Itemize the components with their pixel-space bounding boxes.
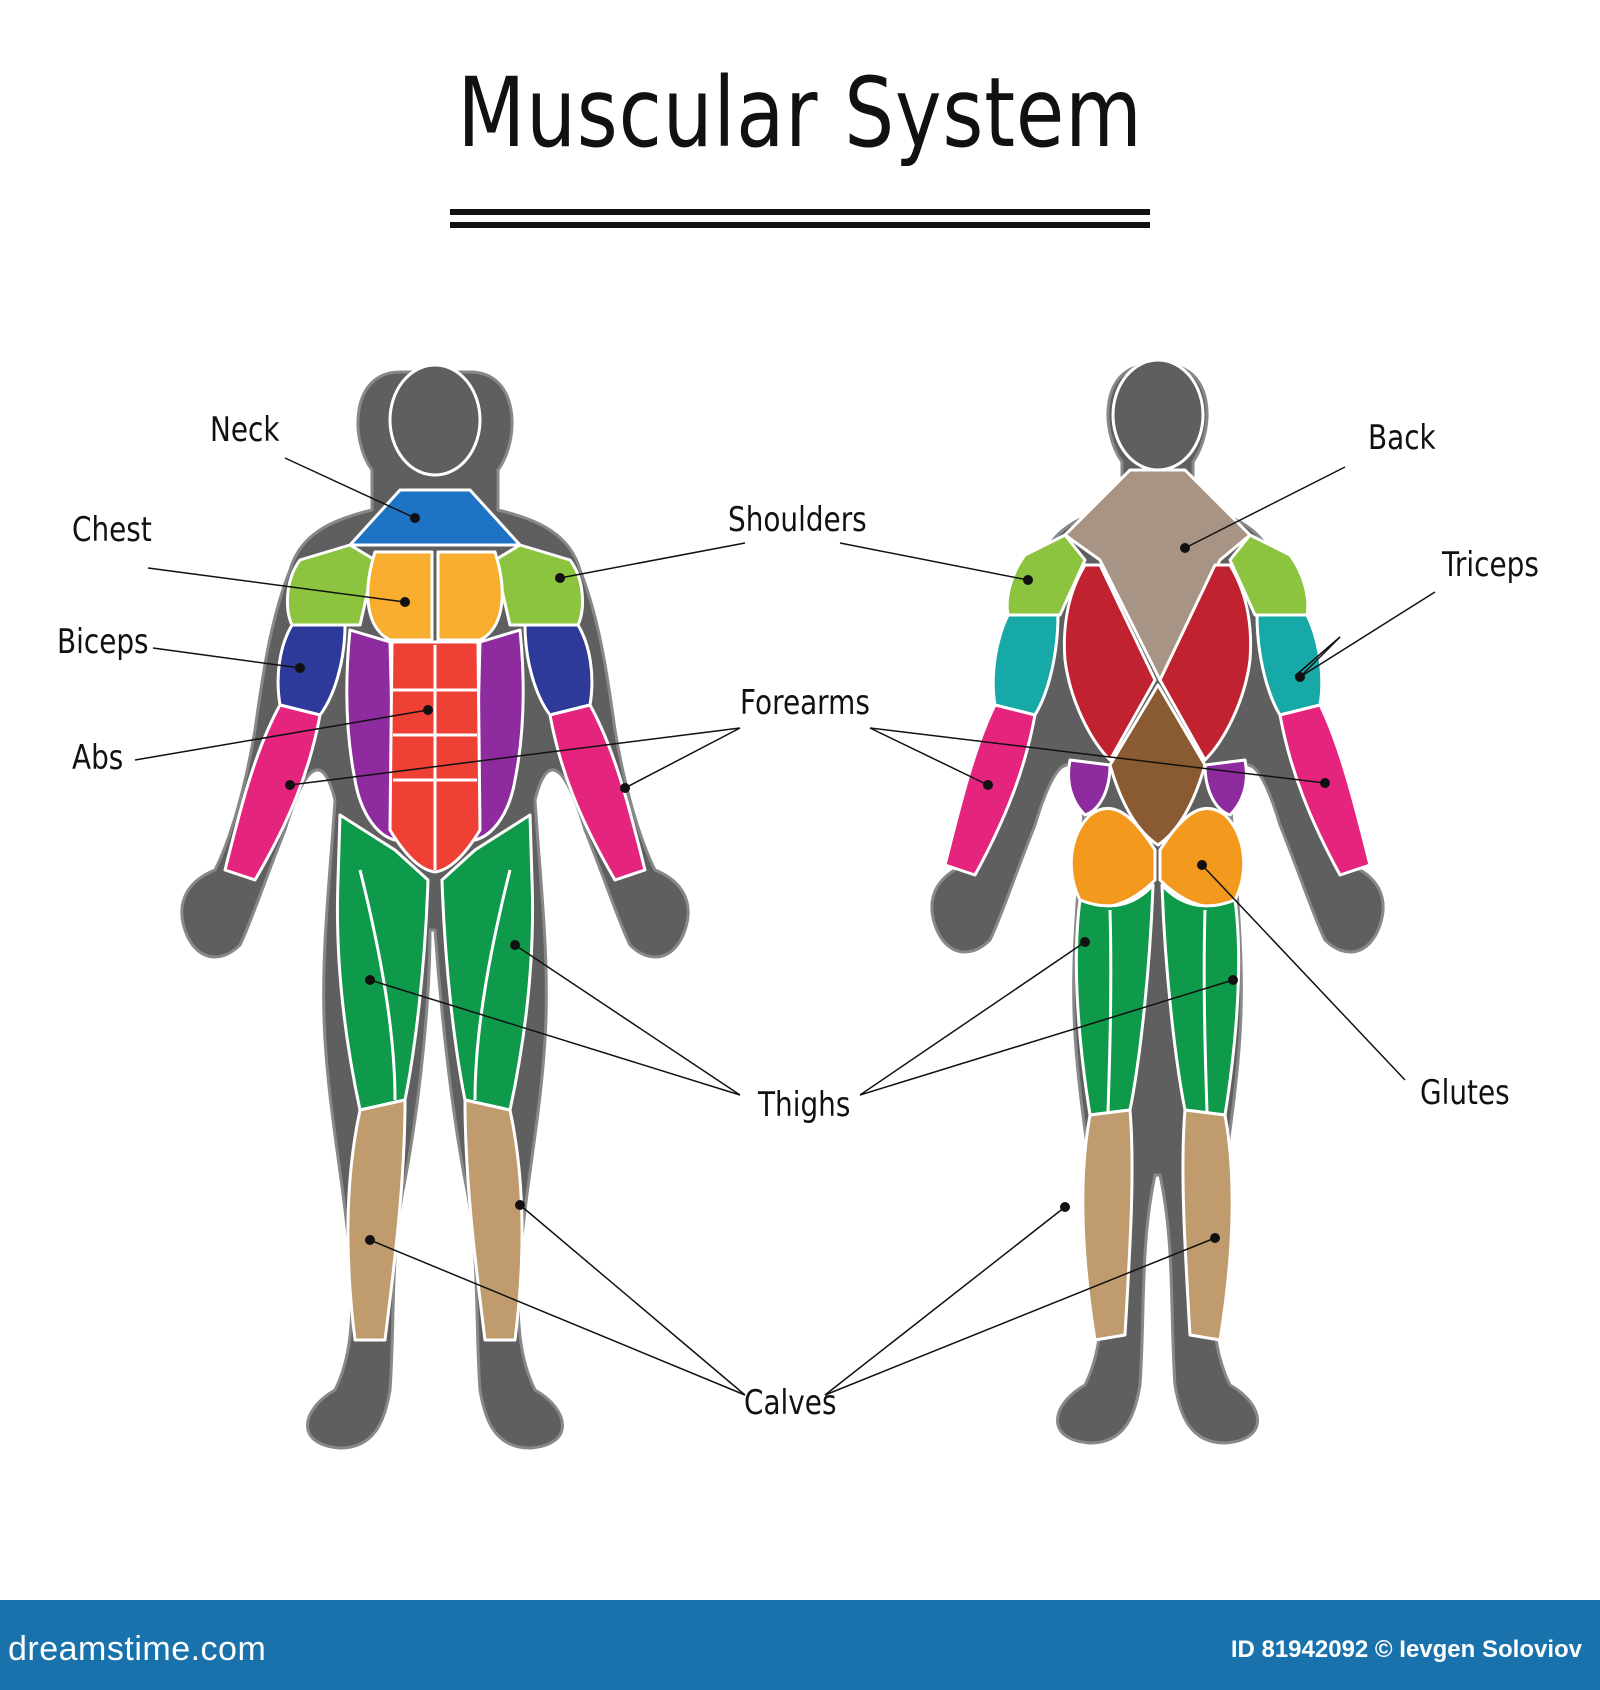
back-lower-back: [1108, 683, 1207, 847]
front-calf-left: [346, 1098, 407, 1342]
title-underline-bottom: [450, 222, 1150, 228]
leader-lines: [134, 457, 1436, 1396]
label-abs: Abs: [72, 738, 124, 778]
title-underline-top: [450, 209, 1150, 215]
front-chest-right: [436, 550, 504, 642]
back-lat-right: [1158, 563, 1253, 762]
back-calf-left: [1081, 1108, 1134, 1342]
front-forearm-left: [223, 703, 322, 882]
front-calf-right: [463, 1098, 524, 1342]
label-forearms: Forearms: [740, 683, 870, 723]
leader-dots: [285, 513, 1330, 1245]
muscular-system-illustration: [134, 358, 1436, 1450]
back-forearm-right: [1278, 703, 1372, 877]
back-figure: [930, 358, 1385, 1445]
front-oblique-right: [473, 628, 525, 842]
label-calves: Calves: [744, 1383, 837, 1423]
front-thigh-lines: [358, 869, 512, 1101]
footer-bar: dreamstime.com ID 81942092 © Ievgen Solo…: [0, 1600, 1600, 1690]
label-triceps: Triceps: [1442, 545, 1539, 585]
front-oblique-left: [345, 628, 397, 842]
back-thigh-lines: [1106, 909, 1209, 1113]
back-oblique-left: [1067, 758, 1112, 817]
back-lat-left: [1062, 563, 1157, 762]
back-head: [1111, 358, 1205, 472]
footer-brand: dreamstime.com: [8, 1630, 267, 1668]
label-thighs: Thighs: [758, 1085, 851, 1125]
diagram-title: Muscular System: [457, 57, 1143, 169]
back-oblique-right: [1203, 758, 1248, 817]
label-chest: Chest: [72, 510, 152, 550]
label-glutes: Glutes: [1420, 1073, 1510, 1113]
label-shoulders: Shoulders: [728, 500, 867, 540]
back-calf-right: [1181, 1108, 1234, 1342]
front-chest-left: [366, 550, 434, 642]
label-biceps: Biceps: [57, 622, 149, 662]
back-thigh-right: [1160, 883, 1241, 1117]
front-head: [388, 363, 482, 477]
front-abs-lines: [393, 645, 477, 870]
footer-credit: ID 81942092 © Ievgen Soloviov: [1230, 1636, 1582, 1663]
back-thigh-left: [1074, 883, 1155, 1117]
back-forearm-left: [943, 703, 1037, 877]
front-figure: [180, 363, 690, 1450]
label-neck: Neck: [210, 410, 280, 450]
label-back: Back: [1368, 418, 1436, 458]
